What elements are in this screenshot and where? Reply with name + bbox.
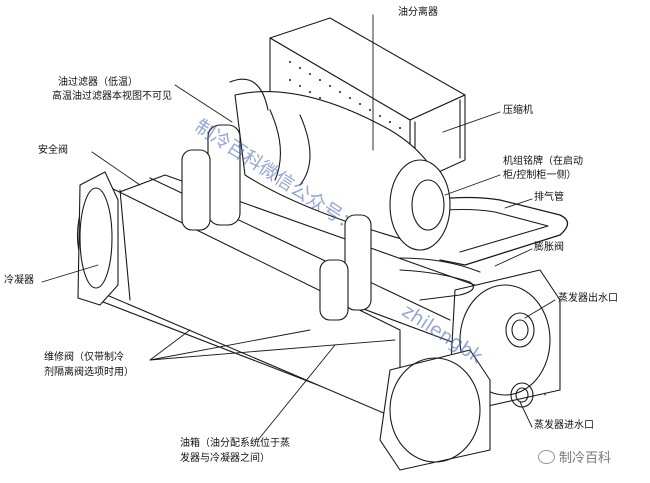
label-oil-filter-line-1: 油过滤器（低温） (58, 77, 138, 88)
wechat-icon (538, 449, 555, 464)
label-oil-filter-line-2: 高温油过滤器本视图不可见 (52, 91, 172, 102)
condenser-end-plate (77, 171, 119, 306)
suction-pipe (399, 257, 481, 301)
label-nameplate-line-1: 机组铭牌（在启动 (503, 156, 583, 167)
label-oil-tank-line-1: 油箱（油分配系统位于蒸 (180, 438, 290, 449)
compressor-body (234, 90, 451, 251)
brand-name: 制冷百科 (559, 451, 612, 466)
label-condenser: 冷凝器 (4, 275, 34, 286)
label-evaporator-outlet: 蒸发器出水口 (558, 293, 618, 304)
label-service-valve-line-1: 维修阀（仅带制冷 (44, 352, 124, 363)
label-oil-separator: 油分离器 (398, 7, 438, 18)
brand-mark: 制冷百科 (538, 447, 611, 466)
label-nameplate-line-2: 柜/控制柜一侧） (503, 170, 577, 181)
label-expansion-valve: 膨胀阀 (534, 242, 564, 253)
label-oil-tank-line-2: 发器与冷凝器之间） (180, 453, 270, 464)
evaporator-end-plate-lower (379, 349, 534, 471)
leader-lines (41, 14, 556, 441)
label-safety-valve: 安全阀 (38, 145, 68, 156)
label-discharge-pipe: 排气管 (534, 192, 564, 203)
label-compressor: 压缩机 (503, 105, 533, 116)
oil-separator-pipes (181, 78, 372, 321)
label-evaporator-inlet: 蒸发器进水口 (534, 420, 594, 431)
label-service-valve-line-2: 剂隔离阀选项时用） (44, 367, 134, 378)
